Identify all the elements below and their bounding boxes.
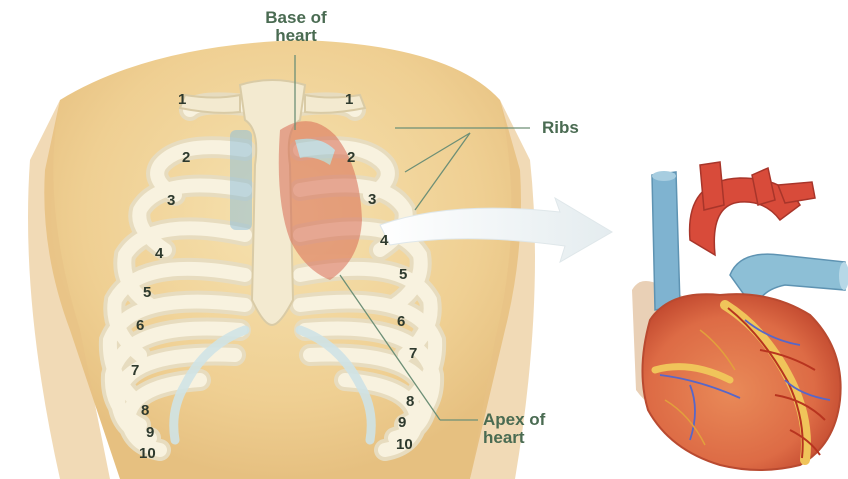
apex-of-heart-label-line2: heart: [483, 429, 573, 447]
heart-illustration: [632, 162, 848, 470]
rib-number-left-8: 8: [141, 403, 149, 418]
rib-number-left-5: 5: [143, 285, 151, 300]
rib-number-left-1: 1: [178, 92, 186, 107]
rib-number-right-3: 3: [368, 192, 376, 207]
rib-number-right-9: 9: [398, 415, 406, 430]
rib-number-left-6: 6: [136, 318, 144, 333]
base-of-heart-label: Base of heart: [248, 9, 344, 45]
rib-number-right-7: 7: [409, 346, 417, 361]
base-of-heart-label-line2: heart: [248, 27, 344, 45]
rib-number-left-3: 3: [167, 193, 175, 208]
apex-of-heart-label: Apex of heart: [483, 411, 573, 447]
ribs-label: Ribs: [542, 119, 602, 137]
rib-number-left-9: 9: [146, 425, 154, 440]
rib-number-right-6: 6: [397, 314, 405, 329]
base-of-heart-label-line1: Base of: [248, 9, 344, 27]
rib-number-left-2: 2: [182, 150, 190, 165]
rib-number-left-10: 10: [139, 446, 156, 461]
rib-number-left-4: 4: [155, 246, 163, 261]
rib-number-left-7: 7: [131, 363, 139, 378]
rib-number-right-10: 10: [396, 437, 413, 452]
apex-of-heart-label-line1: Apex of: [483, 411, 573, 429]
rib-number-right-2: 2: [347, 150, 355, 165]
rib-number-right-5: 5: [399, 267, 407, 282]
rib-number-right-4: 4: [380, 233, 388, 248]
rib-number-right-8: 8: [406, 394, 414, 409]
rib-number-right-1: 1: [345, 92, 353, 107]
